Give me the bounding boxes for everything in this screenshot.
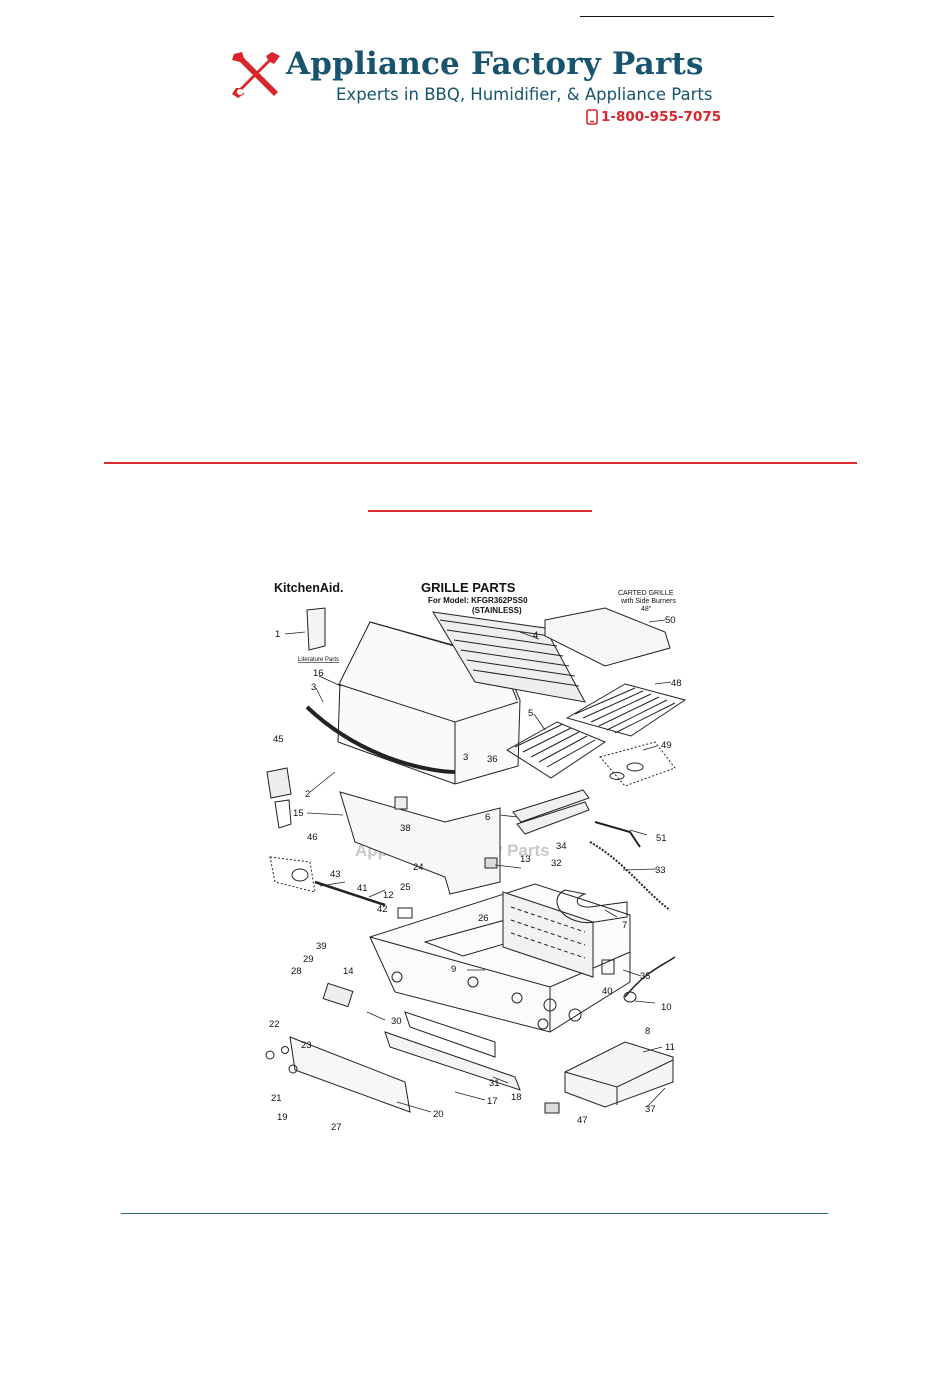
part-label: 42 [377, 904, 388, 915]
header-rule [580, 16, 774, 17]
part-label: 33 [655, 865, 666, 876]
part-label: 43 [330, 869, 341, 880]
brand-name: Appliance Factory Parts [286, 46, 704, 82]
part-label: 32 [551, 858, 562, 869]
section-divider [104, 462, 857, 464]
part-label: 51 [656, 833, 667, 844]
corner-note-3: 48" [641, 606, 652, 613]
part-label: 23 [301, 1040, 312, 1051]
part-label: 1 [275, 629, 280, 640]
part-label: 45 [273, 734, 284, 745]
part-label: 13 [520, 854, 531, 865]
part-label: 16 [313, 668, 324, 679]
part-label: 15 [293, 808, 304, 819]
diagram-finish: (STAINLESS) [472, 606, 522, 615]
part-label: 50 [665, 615, 676, 626]
part-label: 35 [640, 971, 651, 982]
part-label: 17 [487, 1096, 498, 1107]
part-label: 25 [400, 882, 411, 893]
phone-contact[interactable]: 1-800-955-7075 [586, 108, 721, 128]
part-label: 8 [645, 1026, 650, 1037]
part-label: 47 [577, 1115, 588, 1126]
part-label: 26 [478, 913, 489, 924]
diagram-title: GRILLE PARTS [421, 580, 516, 595]
part-label: 3 [463, 752, 468, 763]
part-label: 40 [602, 986, 613, 997]
part-label: 36 [487, 754, 498, 765]
part-label: 19 [277, 1112, 288, 1123]
part-label: 18 [511, 1092, 522, 1103]
part-label: 41 [357, 883, 368, 894]
wrench-screwdriver-icon [228, 50, 284, 100]
part-label: 24 [413, 862, 424, 873]
diagram-model: For Model: KFGR362PSS0 [428, 596, 528, 605]
part-label: 34 [556, 841, 567, 852]
phone-number: 1-800-955-7075 [601, 108, 722, 125]
part-label: 49 [661, 740, 672, 751]
part-label: 11 [665, 1042, 675, 1053]
part-label: 20 [433, 1109, 444, 1120]
part-label: 46 [307, 832, 318, 843]
part-label: 2 [305, 789, 310, 800]
part-label: 3 [311, 682, 316, 693]
brand-tagline: Experts in BBQ, Humidifier, & Appliance … [336, 85, 713, 104]
footer-rule [121, 1213, 828, 1214]
part-label: 4 [533, 630, 538, 641]
part-label: 5 [528, 708, 533, 719]
manufacturer-logo: KitchenAid. [274, 581, 343, 595]
part-label: 7 [622, 920, 627, 931]
part-label: 38 [400, 823, 411, 834]
part-label: 14 [343, 966, 354, 977]
parts-diagram: KitchenAid. GRILLE PARTS For Model: KFGR… [245, 572, 713, 1134]
corner-note-2: with Side Burners [620, 598, 676, 605]
phone-icon [586, 108, 598, 125]
part-label: 27 [331, 1122, 342, 1133]
link-underline[interactable] [368, 510, 592, 512]
part-label: 6 [485, 812, 490, 823]
part-label: 39 [316, 941, 327, 952]
part-label: 48 [671, 678, 682, 689]
part-label: 12 [383, 890, 394, 901]
part-label: 28 [291, 966, 302, 977]
part-label: 30 [391, 1016, 402, 1027]
part-label: 21 [271, 1093, 282, 1104]
part-label: 10 [661, 1002, 672, 1013]
part-label: 22 [269, 1019, 280, 1030]
part-label: 37 [645, 1104, 656, 1115]
literature-label: Literature Parts [298, 657, 339, 663]
corner-note-1: CARTED GRILLE [618, 590, 674, 597]
part-label: 9 [451, 964, 456, 975]
part-label: 29 [303, 954, 314, 965]
part-label: 31 [489, 1078, 500, 1089]
